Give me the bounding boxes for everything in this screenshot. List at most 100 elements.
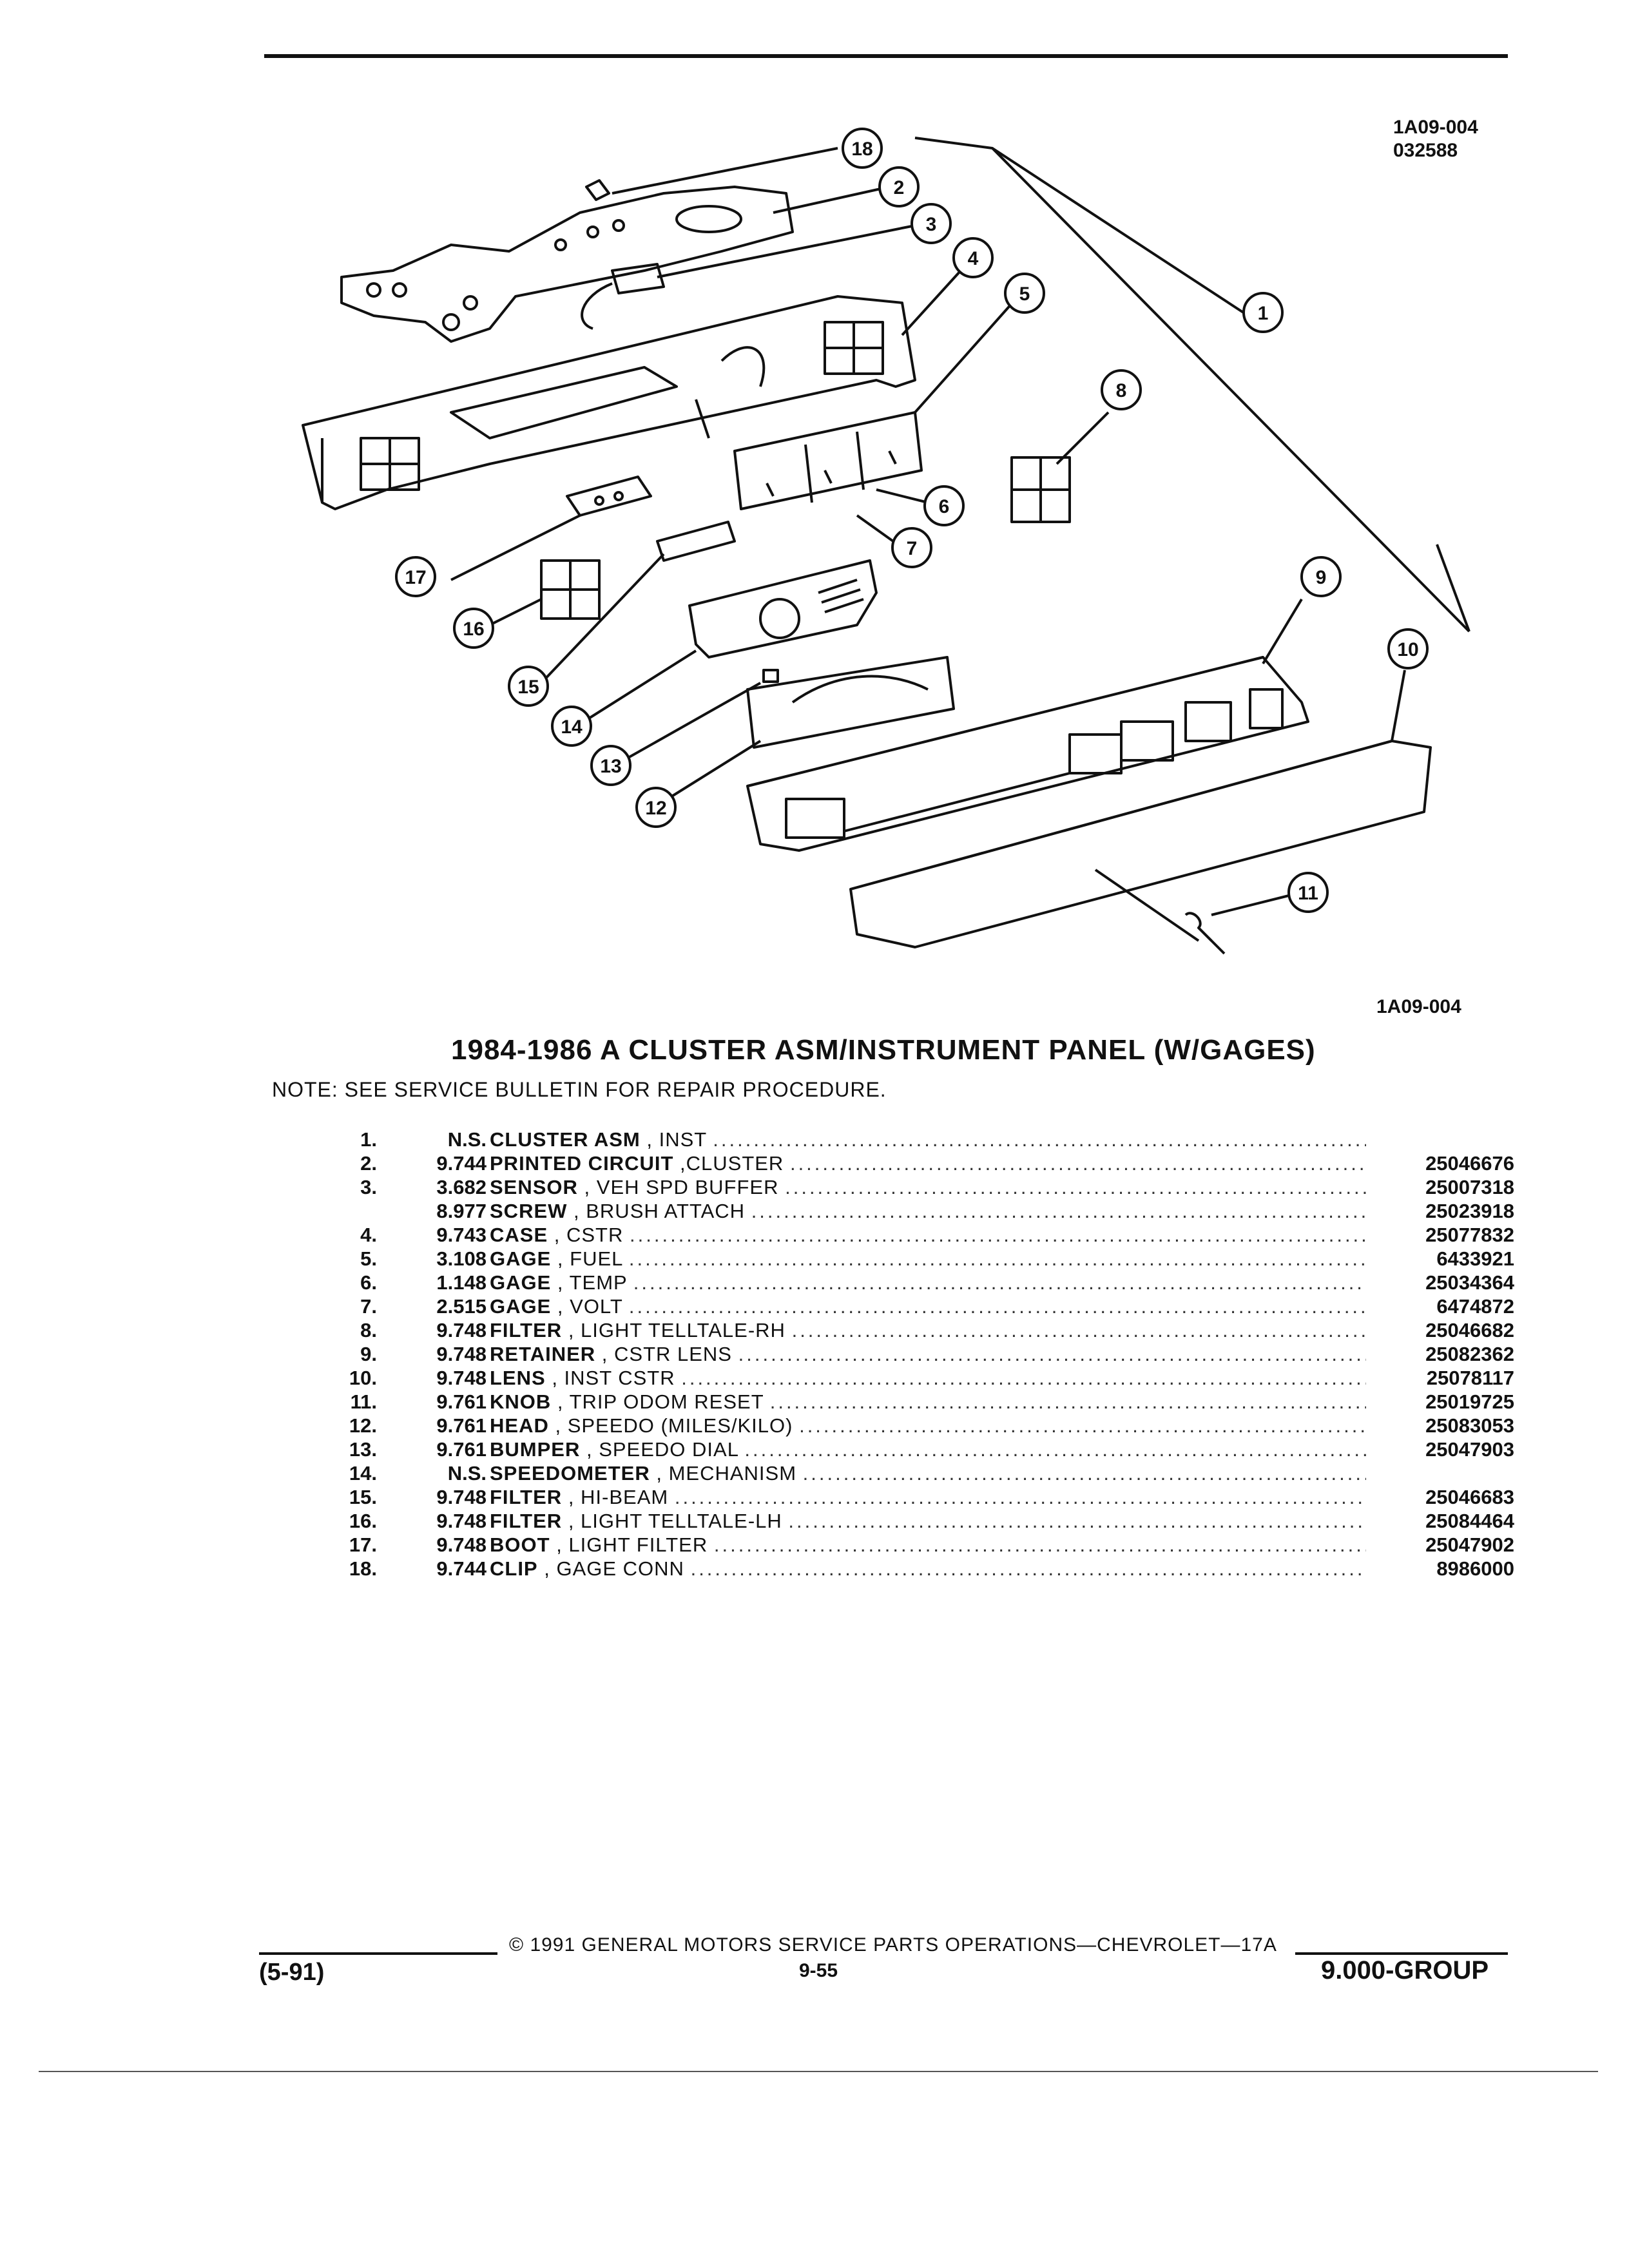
group-number: 9.748	[436, 1486, 487, 1508]
hi-beam-filter-part	[656, 521, 736, 562]
svg-text:16: 16	[463, 619, 484, 640]
item-description: CLUSTER ASM , INST .....................…	[490, 1128, 1366, 1151]
item-detail: , LIGHT TELLTALE-LH	[568, 1510, 782, 1532]
item-description: FILTER , HI-BEAM .......................…	[490, 1485, 1366, 1509]
service-note: NOTE: SEE SERVICE BULLETIN FOR REPAIR PR…	[272, 1078, 887, 1101]
part-number: 25082362	[1425, 1343, 1514, 1365]
part-number: 25023918	[1425, 1200, 1514, 1222]
callout-8: 8	[1101, 369, 1142, 410]
callout-17: 17	[395, 556, 436, 597]
item-detail: , FUEL	[557, 1247, 623, 1270]
footer-rule-left	[259, 1952, 497, 1955]
printed-circuit-part	[340, 186, 794, 343]
group-number: 1.148	[436, 1271, 487, 1294]
group-number: 9.748	[436, 1367, 487, 1389]
part-number: 25034364	[1425, 1271, 1514, 1294]
item-description: BUMPER , SPEEDO DIAL ...................…	[490, 1437, 1366, 1461]
item-description: GAGE , TEMP ............................…	[490, 1271, 1366, 1294]
group-number: 9.748	[436, 1533, 487, 1556]
svg-text:2: 2	[894, 177, 905, 198]
item-name: FILTER	[490, 1510, 563, 1532]
callout-14: 14	[551, 706, 592, 747]
callout-3: 3	[911, 203, 952, 244]
exploded-parts-diagram: 1 2 3 4 5 6 7 8 9 10 11 12 13 14 15 16 1…	[302, 128, 1470, 955]
footer-revision-date: (5-91)	[259, 1959, 325, 1986]
item-name: FILTER	[490, 1319, 563, 1341]
callout-9: 9	[1300, 556, 1342, 597]
leader-dots: ........................................…	[791, 1319, 1366, 1341]
item-detail: , CSTR LENS	[601, 1343, 732, 1365]
figure-code-top: 1A09-004	[1393, 117, 1478, 138]
item-name: LENS	[490, 1367, 546, 1389]
item-description: RETAINER , CSTR LENS ...................…	[490, 1342, 1366, 1366]
item-number: 17.	[349, 1533, 377, 1556]
part-number: 25019725	[1425, 1390, 1514, 1413]
item-detail: ,CLUSTER	[680, 1152, 784, 1175]
item-detail: , GAGE CONN	[544, 1557, 684, 1580]
svg-text:11: 11	[1298, 883, 1318, 904]
part-number: 6433921	[1436, 1247, 1514, 1270]
item-description: HEAD , SPEEDO (MILES/KILO) .............…	[490, 1414, 1366, 1437]
item-detail: , HI-BEAM	[568, 1486, 669, 1508]
svg-text:17: 17	[405, 567, 426, 588]
leader-dots: ........................................…	[713, 1128, 1366, 1151]
boot-part	[566, 476, 652, 517]
bumper-part	[762, 669, 779, 683]
item-detail: , BRUSH ATTACH	[574, 1200, 746, 1222]
item-detail: , SPEEDO (MILES/KILO)	[555, 1414, 793, 1437]
item-detail: , LIGHT FILTER	[556, 1533, 708, 1556]
footer-group: 9.000-GROUP	[1321, 1956, 1489, 1984]
item-detail: , TEMP	[557, 1271, 628, 1294]
case-part	[302, 295, 916, 510]
group-number: 9.744	[436, 1152, 487, 1175]
callout-18: 18	[842, 128, 883, 169]
item-description: GAGE , VOLT ............................…	[490, 1294, 1366, 1318]
item-name: PRINTED CIRCUIT	[490, 1152, 674, 1175]
group-number: 9.748	[436, 1510, 487, 1532]
group-number: 9.748	[436, 1343, 487, 1365]
part-number: 25078117	[1426, 1367, 1514, 1389]
item-detail: , MECHANISM	[656, 1462, 797, 1485]
item-name: SPEEDOMETER	[490, 1462, 650, 1485]
part-number: 6474872	[1436, 1295, 1514, 1318]
leader-dots: ........................................…	[690, 1557, 1366, 1580]
group-number: 9.761	[436, 1390, 487, 1413]
part-number: 25047903	[1425, 1438, 1514, 1461]
callout-1: 1	[1242, 292, 1284, 333]
leader-dots: ........................................…	[713, 1533, 1366, 1556]
item-detail: , INST CSTR	[552, 1367, 675, 1389]
item-description: PRINTED CIRCUIT ,CLUSTER ...............…	[490, 1151, 1366, 1175]
item-name: CLIP	[490, 1557, 538, 1580]
bottom-rule	[39, 2071, 1598, 2072]
part-number: 25077832	[1425, 1224, 1514, 1246]
item-detail: , INST	[646, 1128, 707, 1151]
svg-text:5: 5	[1019, 284, 1030, 305]
svg-text:14: 14	[561, 716, 583, 738]
top-rule	[264, 54, 1508, 58]
gage-panel-part	[733, 411, 923, 510]
footer-page-number: 9-55	[799, 1960, 838, 1981]
item-description: FILTER , LIGHT TELLTALE-LH .............…	[490, 1509, 1366, 1533]
table-row: 1.N.S.CLUSTER ASM , INST ...............…	[335, 1128, 1514, 1151]
part-number: 25007318	[1425, 1176, 1514, 1198]
item-number: 10.	[349, 1367, 377, 1389]
item-description: KNOB , TRIP ODOM RESET .................…	[490, 1390, 1366, 1414]
filter-lh-part	[540, 559, 601, 620]
figure-code-sub: 032588	[1393, 140, 1458, 161]
group-number: 9.744	[436, 1557, 487, 1580]
svg-text:9: 9	[1316, 567, 1327, 588]
item-detail: , SPEEDO DIAL	[586, 1438, 738, 1461]
callout-4: 4	[952, 237, 994, 278]
item-number: 6.	[360, 1271, 377, 1294]
